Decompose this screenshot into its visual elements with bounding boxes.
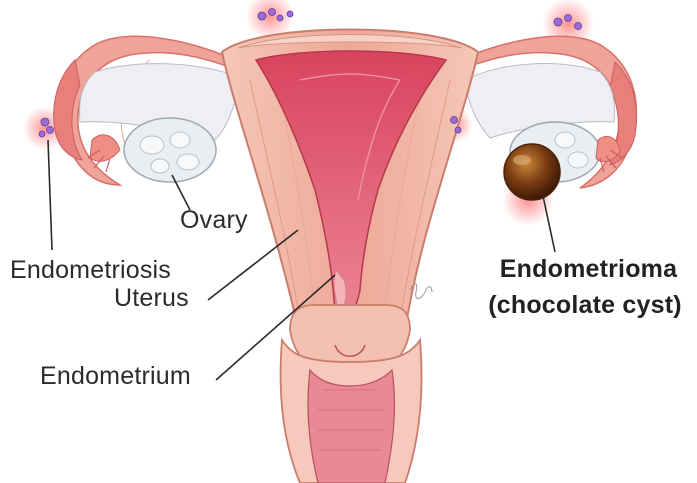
label-chocolate-cyst: (chocolate cyst) [474, 290, 696, 320]
left-ovary [88, 118, 216, 182]
leader-endometriosis [48, 140, 52, 250]
label-endometrioma: Endometrioma [486, 254, 691, 284]
endometrioma-cyst [504, 144, 560, 200]
cervix-vagina [281, 305, 422, 483]
label-uterus: Uterus [114, 283, 189, 313]
label-ovary: Ovary [180, 205, 248, 235]
label-endometriosis: Endometriosis [10, 255, 171, 285]
label-endometrium: Endometrium [40, 361, 191, 391]
cyst-highlight [513, 155, 531, 165]
